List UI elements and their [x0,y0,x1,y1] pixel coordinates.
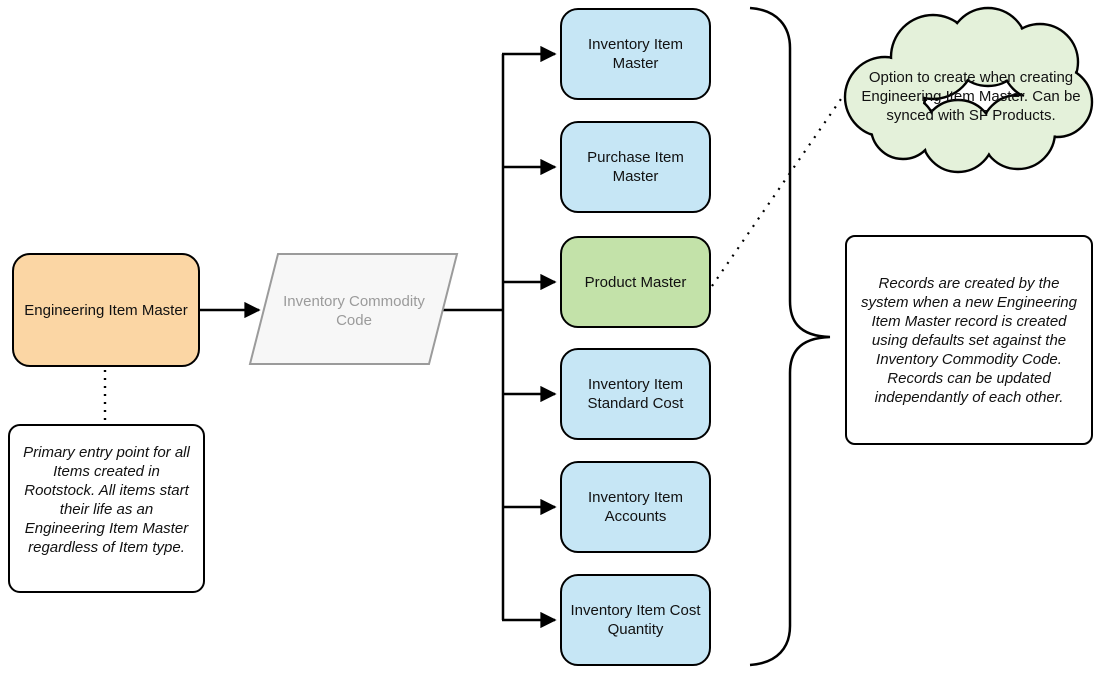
records-note-text: Records are created by the system when a… [861,274,1077,406]
node-inventory-commodity-code-shape [248,253,459,365]
cloud-note-text: Option to create when creating Engineeri… [861,68,1081,124]
primary-entry-note: Primary entry point for all Items create… [8,424,205,593]
primary-entry-note-text: Primary entry point for all Items create… [23,443,190,556]
node-inventory-item-cost-quantity: Inventory Item Cost Quantity [560,574,711,666]
dotted-link-product-master-to-cloud [711,98,842,287]
node-label: Inventory Item Cost Quantity [570,602,701,638]
node-label: Inventory Item Accounts [587,489,684,525]
node-inventory-item-accounts: Inventory Item Accounts [560,461,711,553]
node-label: Product Master [584,273,687,291]
node-label: Engineering Item Master [24,301,188,319]
node-inventory-item-standard-cost: Inventory Item Standard Cost [560,348,711,440]
node-inventory-item-master: Inventory Item Master [560,8,711,100]
curly-brace [749,6,831,667]
node-label: Inventory Item Standard Cost [587,376,684,412]
node-engineering-item-master: Engineering Item Master [12,253,200,367]
node-label: Inventory Item Master [587,36,684,72]
cloud-note: Option to create when creating Engineeri… [858,40,1084,152]
node-inventory-commodity-code: Inventory Commodity Code [268,281,440,341]
records-note: Records are created by the system when a… [845,235,1093,445]
node-purchase-item-master: Purchase Item Master [560,121,711,213]
node-label: Purchase Item Master [587,149,684,185]
node-label: Inventory Commodity Code [283,293,425,329]
cloud-shape [843,6,1094,174]
node-product-master: Product Master [560,236,711,328]
